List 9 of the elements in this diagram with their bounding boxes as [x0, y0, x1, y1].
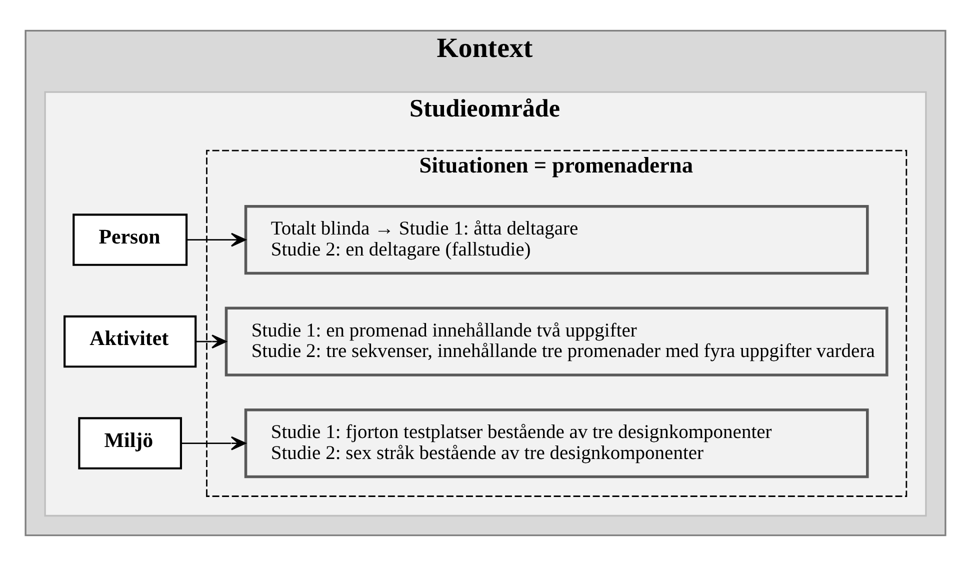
- node-box: Miljö: [78, 416, 182, 469]
- arrow: [196, 334, 227, 348]
- node-box: Totalt blinda → Studie 1: åtta deltagare Studie 2: en deltagare (fallstudie): [244, 204, 869, 274]
- arrow: [186, 232, 246, 246]
- arrow: [181, 436, 246, 450]
- node-box: Studie 1: fjorton testplatser bestående av tre designkomponenter Studie 2: sex stråk bestående av tre designkomponenter: [244, 408, 869, 478]
- node-box: Person: [72, 213, 188, 266]
- node-box: Studie 1: en promenad innehållande två uppgifter Studie 2: tre sekvenser, innehållande tre promenader med fyra uppgifter vardera: [224, 306, 888, 376]
- node-box: Aktivitet: [64, 314, 197, 368]
